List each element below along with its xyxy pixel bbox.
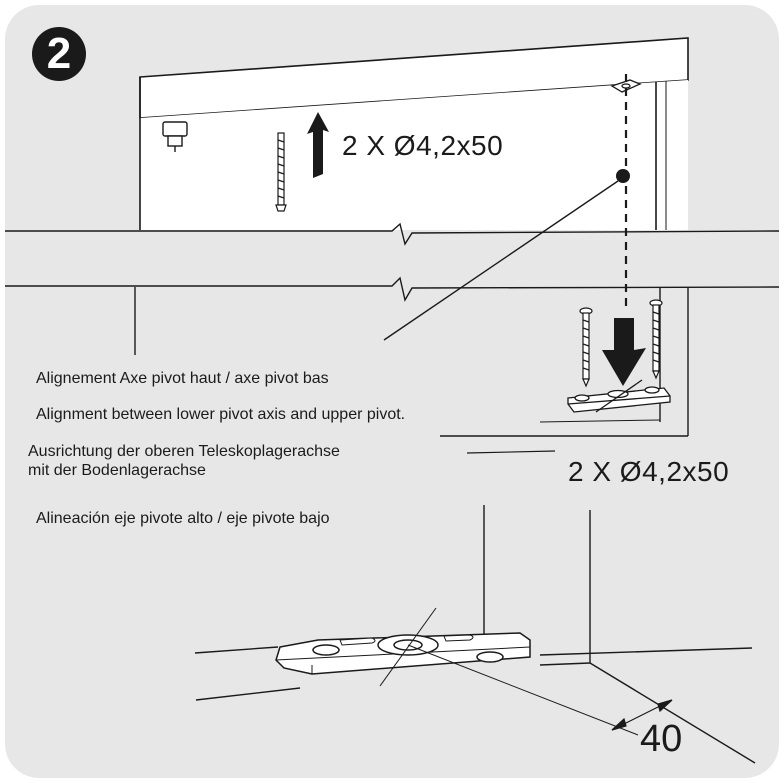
dimension-value: 40 bbox=[640, 718, 683, 760]
floor-plate-small bbox=[567, 379, 671, 413]
screw-top bbox=[275, 132, 287, 212]
screws-bottom-label: 2 X Ø4,2x50 bbox=[568, 456, 730, 487]
caption-fr: Alignement Axe pivot haut / axe pivot ba… bbox=[36, 370, 329, 387]
arrow-down-icon bbox=[602, 318, 646, 386]
alignment-dot bbox=[616, 169, 630, 183]
dimension-40 bbox=[611, 699, 673, 731]
bottom-detail bbox=[194, 505, 756, 764]
screw-lower-right bbox=[649, 299, 663, 380]
hinge-bolt bbox=[162, 121, 188, 152]
leader-line bbox=[383, 180, 619, 341]
caption-de-line1: Ausrichtung der oberen Teleskoplagerachs… bbox=[28, 443, 340, 460]
lower-cabinet bbox=[134, 287, 689, 437]
wall-band bbox=[5, 222, 780, 302]
step-number-badge: 2 bbox=[32, 27, 86, 81]
screw-lower-left bbox=[579, 307, 593, 388]
caption-en: Alignment between lower pivot axis and u… bbox=[36, 406, 406, 423]
screws-top-label: 2 X Ø4,2x50 bbox=[342, 130, 504, 161]
upper-cabinet bbox=[139, 37, 689, 230]
caption-de-line2: mit der Bodenlagerachse bbox=[28, 462, 206, 479]
plate-leaders bbox=[379, 607, 639, 736]
arrow-up-icon bbox=[307, 112, 329, 178]
caption-es: Alineación eje pivote alto / eje pivote … bbox=[36, 510, 330, 527]
